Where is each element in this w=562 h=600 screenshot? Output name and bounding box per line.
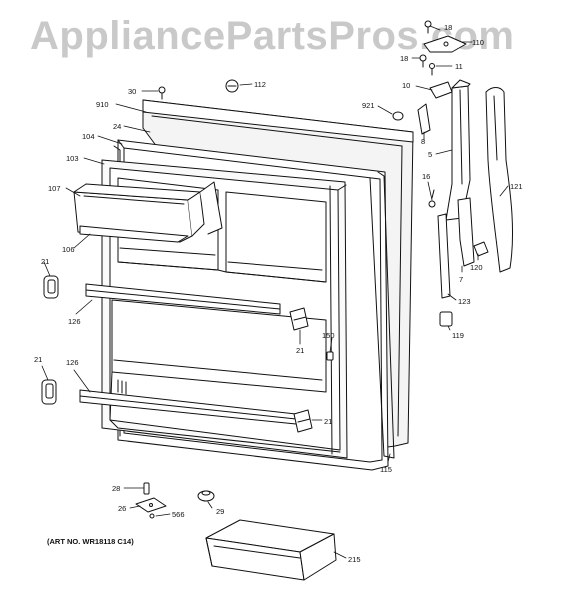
bracket-26	[135, 497, 167, 513]
door-strip-115	[369, 171, 395, 459]
callout-c126b: 126	[66, 358, 79, 367]
shelf-end-cap-right-upper	[289, 307, 309, 331]
callout-c120: 120	[470, 263, 483, 272]
callout-c106: 106	[62, 245, 75, 254]
hinge-bracket-10	[429, 81, 453, 99]
callout-c24: 24	[113, 122, 121, 131]
callout-c119: 119	[452, 331, 464, 340]
plug-921	[392, 111, 404, 121]
callout-c104: 104	[82, 132, 95, 141]
callout-c21d: 21	[324, 417, 332, 426]
callout-c123: 123	[458, 297, 471, 306]
screw-18-mid	[419, 54, 427, 68]
callout-labels: 18 110 18 11 10 30 112 910 921 24 8 104 5 103 16 121 107…	[34, 23, 523, 564]
callout-c11: 11	[455, 62, 463, 71]
callout-c112: 112	[254, 80, 266, 89]
screw-30	[158, 86, 166, 100]
knob-29	[197, 490, 215, 502]
callout-c18a: 18	[444, 23, 452, 32]
callout-c566: 566	[172, 510, 185, 519]
callout-c150: 150	[322, 331, 335, 340]
callout-c21a: 21	[41, 257, 49, 266]
door-bin-215	[205, 519, 337, 581]
screw-18-top	[424, 20, 432, 34]
callout-c921: 921	[362, 101, 375, 110]
callout-c21b: 21	[296, 346, 304, 355]
bracket-8	[417, 103, 431, 135]
screw-150	[326, 351, 334, 361]
screw-16	[428, 189, 436, 208]
callout-c8: 8	[421, 137, 425, 146]
lower-handle-7	[457, 197, 475, 267]
callout-c103: 103	[66, 154, 79, 163]
trim-bar-123	[437, 213, 451, 299]
callout-c18b: 18	[400, 54, 408, 63]
callout-c10: 10	[402, 81, 410, 90]
callout-c107: 107	[48, 184, 61, 193]
callout-c215: 215	[348, 555, 361, 564]
callout-c21c: 21	[34, 355, 42, 364]
callout-c126a: 126	[68, 317, 81, 326]
cap-112	[225, 79, 239, 93]
callout-c28: 28	[112, 484, 120, 493]
callout-c29: 29	[216, 507, 224, 516]
leader-lines	[41, 25, 509, 559]
handle-trim-121	[485, 87, 514, 273]
callout-c7: 7	[459, 275, 463, 284]
callout-c16: 16	[422, 172, 430, 181]
callout-c26: 26	[118, 504, 126, 513]
callout-c5: 5	[428, 150, 432, 159]
dairy-door-107	[73, 181, 223, 243]
top-hinge-110	[423, 35, 467, 53]
shelf-end-cap-right-lower	[293, 409, 313, 433]
door-shelf-bar-upper	[85, 283, 281, 315]
callout-c121: 121	[510, 182, 523, 191]
screw-11	[429, 63, 435, 76]
cap-119	[439, 311, 453, 327]
callout-c910: 910	[96, 100, 109, 109]
callout-c30: 30	[128, 87, 136, 96]
screw-566	[149, 513, 155, 519]
callout-c110: 110	[472, 38, 484, 47]
callout-c115: 115	[380, 465, 392, 474]
clip-120	[473, 241, 489, 257]
art-number-label: (ART NO. WR18118 C14)	[47, 537, 134, 546]
shelf-end-cap-left-lower	[41, 379, 57, 405]
pin-28	[143, 482, 150, 495]
shelf-end-cap-left-upper	[43, 275, 59, 299]
